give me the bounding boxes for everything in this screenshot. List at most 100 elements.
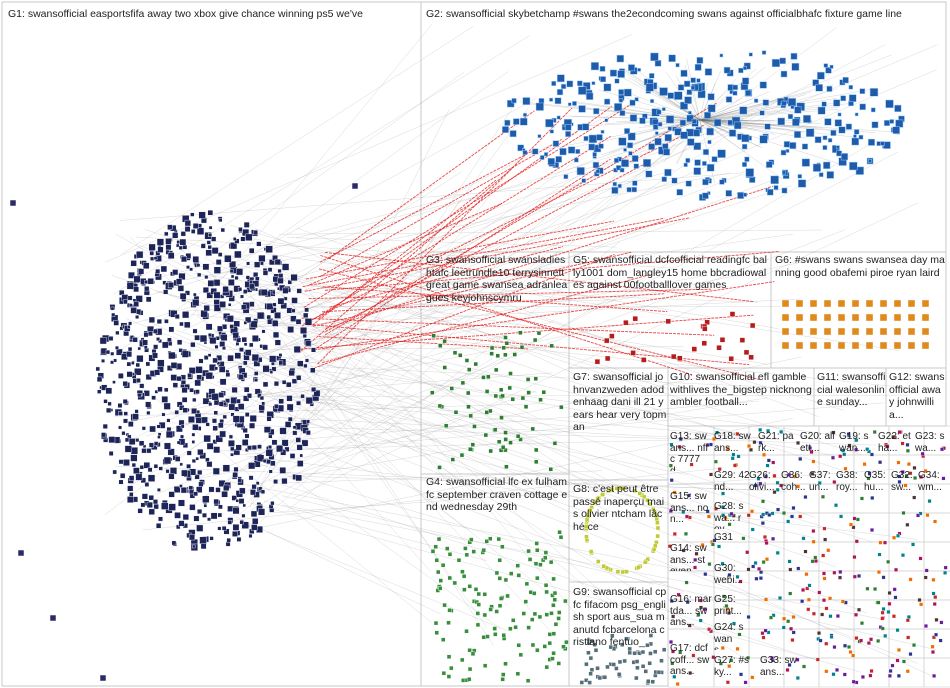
- node: [156, 337, 161, 342]
- node: [543, 555, 548, 561]
- node: [472, 424, 477, 429]
- node: [866, 641, 871, 646]
- node: [790, 514, 794, 519]
- node: [709, 472, 713, 477]
- node: [627, 142, 634, 149]
- node: [781, 313, 790, 322]
- node: [530, 642, 536, 648]
- node: [188, 367, 196, 375]
- group-label-g11: G11: swansofficial walesonline sunday...: [817, 371, 886, 409]
- node: [901, 553, 905, 558]
- node: [604, 337, 610, 344]
- node: [563, 598, 568, 604]
- node: [297, 360, 304, 367]
- node: [857, 607, 861, 612]
- node: [271, 361, 275, 366]
- node: [688, 671, 693, 675]
- node: [509, 130, 517, 138]
- node: [299, 453, 304, 458]
- node: [859, 103, 866, 111]
- node: [200, 310, 208, 318]
- node: [881, 607, 886, 611]
- edge: [319, 151, 532, 263]
- node: [184, 219, 191, 227]
- node: [522, 150, 528, 156]
- node: [837, 313, 846, 322]
- node: [296, 375, 302, 381]
- node: [817, 71, 825, 80]
- node: [835, 667, 839, 672]
- node: [198, 358, 204, 364]
- node: [222, 286, 229, 293]
- node: [769, 615, 773, 620]
- node: [127, 325, 131, 329]
- node: [225, 541, 231, 547]
- node: [544, 612, 549, 617]
- node: [870, 107, 876, 113]
- node: [167, 282, 174, 289]
- node: [906, 635, 911, 640]
- node: [291, 378, 297, 384]
- node: [532, 337, 538, 343]
- node: [225, 398, 230, 404]
- node: [123, 299, 128, 305]
- node: [887, 601, 892, 606]
- node: [683, 162, 688, 167]
- node: [107, 401, 112, 406]
- node: [623, 148, 627, 152]
- node: [849, 161, 858, 171]
- node: [178, 520, 185, 527]
- edge: [294, 97, 520, 445]
- node: [847, 645, 851, 649]
- node: [843, 466, 848, 471]
- node: [279, 427, 287, 435]
- node: [806, 607, 811, 612]
- node: [232, 331, 239, 339]
- node: [152, 352, 158, 359]
- node: [501, 672, 506, 677]
- edge: [174, 346, 684, 351]
- node: [188, 416, 195, 423]
- group-label-g7: G7: swansofficial johnvanzweden adodenha…: [573, 371, 667, 434]
- node: [181, 387, 188, 394]
- node: [179, 238, 187, 246]
- node: [732, 621, 736, 626]
- node: [185, 252, 192, 259]
- edge: [699, 103, 850, 121]
- node: [236, 537, 242, 542]
- node: [889, 119, 895, 124]
- node: [538, 397, 543, 403]
- node: [883, 540, 887, 545]
- node: [199, 536, 207, 544]
- node: [797, 179, 807, 188]
- node: [291, 297, 298, 304]
- edge: [281, 504, 882, 620]
- node: [253, 371, 259, 376]
- node: [702, 149, 709, 156]
- node: [692, 129, 701, 137]
- node: [467, 666, 473, 672]
- node: [614, 666, 619, 671]
- edge: [300, 166, 514, 352]
- node: [453, 410, 459, 415]
- node: [592, 500, 598, 505]
- node: [823, 299, 832, 308]
- node: [219, 341, 226, 348]
- edge: [309, 203, 503, 286]
- node: [550, 656, 555, 661]
- node: [835, 145, 840, 150]
- node: [805, 128, 815, 137]
- node: [588, 549, 594, 554]
- node: [110, 306, 115, 311]
- node: [674, 91, 683, 100]
- node: [227, 279, 235, 286]
- node: [249, 489, 256, 496]
- node: [121, 431, 126, 436]
- node: [152, 499, 158, 505]
- node: [865, 299, 874, 308]
- edge: [699, 83, 708, 121]
- node: [231, 495, 237, 501]
- node: [640, 664, 646, 669]
- node: [244, 349, 252, 356]
- node: [826, 171, 835, 179]
